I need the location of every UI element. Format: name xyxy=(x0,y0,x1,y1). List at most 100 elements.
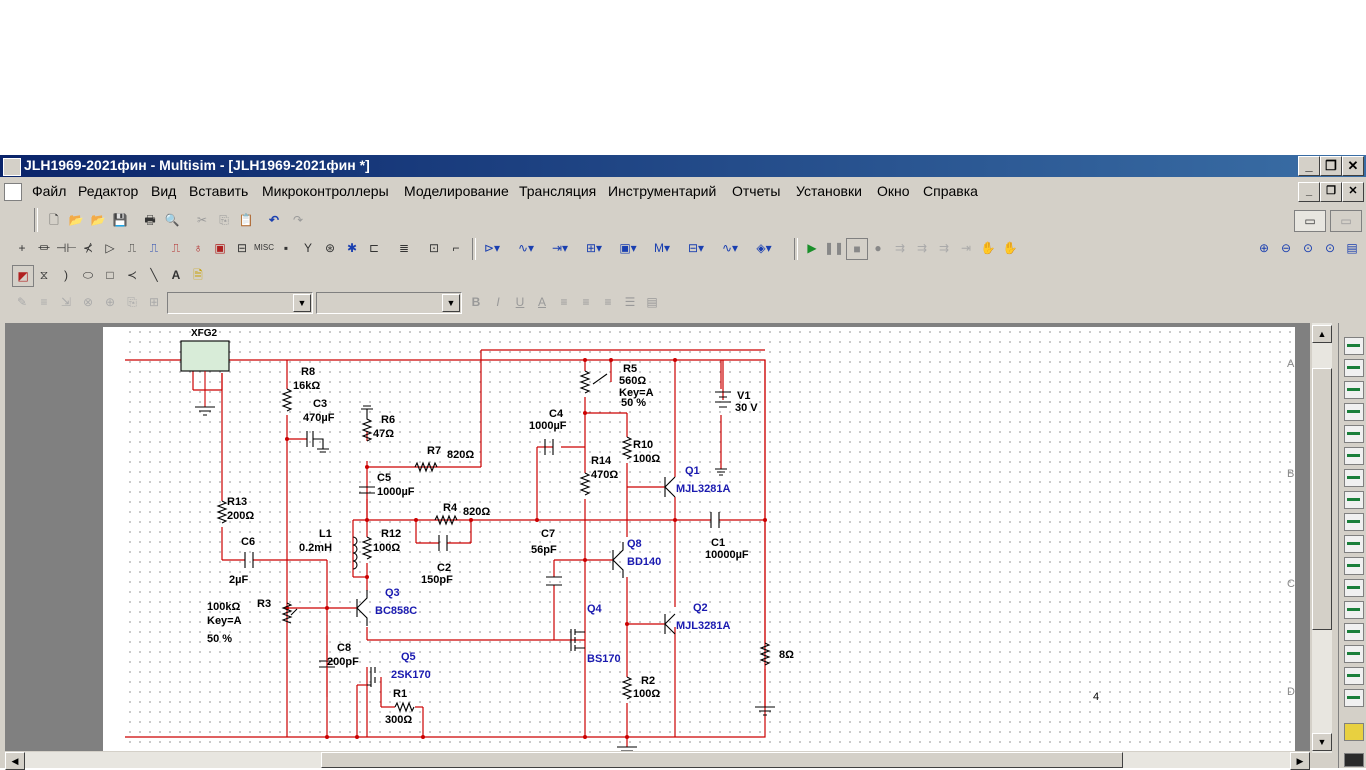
instrument-bode-plotter-icon[interactable] xyxy=(1344,447,1364,465)
multiline-icon[interactable]: ≺ xyxy=(126,268,138,282)
place-basic-icon[interactable]: ⏛ xyxy=(37,241,50,255)
polygon-icon[interactable]: ⧖ xyxy=(39,268,49,282)
doc-close-button[interactable]: ✕ xyxy=(1342,182,1364,202)
step-out-icon[interactable]: ⇉ xyxy=(938,241,950,255)
format-icon-1[interactable]: ✎ xyxy=(16,295,28,309)
zoom-fit-icon[interactable]: ⊙ xyxy=(1324,241,1336,255)
instr-multimeter-icon[interactable]: ⊳▾ xyxy=(483,241,501,255)
save-icon[interactable]: 💾 xyxy=(112,213,128,227)
place-source-icon[interactable]: + xyxy=(18,241,26,255)
menu-help[interactable]: Справка xyxy=(923,183,978,199)
font-color-button[interactable]: A xyxy=(537,295,546,309)
instrument-four-channel-oscilloscope-icon[interactable] xyxy=(1344,425,1364,443)
instrument-wattmeter-icon[interactable] xyxy=(1344,381,1364,399)
toggle-breakpoint-icon[interactable]: ✋ xyxy=(980,241,996,255)
place-bus-icon[interactable]: ≣ xyxy=(398,241,410,255)
instr-wattmeter-icon[interactable]: ⇥▾ xyxy=(551,241,569,255)
place-misc-icon[interactable]: MISC xyxy=(254,243,274,252)
step-into-icon[interactable]: ⇉ xyxy=(894,241,906,255)
place-mixed-icon[interactable]: ⎍ xyxy=(171,241,181,255)
postprocessor-icon[interactable]: ⌐ xyxy=(452,241,460,255)
instrument-oscilloscope-icon[interactable] xyxy=(1344,403,1364,421)
maximize-button[interactable]: ❐ xyxy=(1320,156,1342,176)
open-sample-icon[interactable]: 📂 xyxy=(90,213,106,227)
breakpoint-icon[interactable]: ● xyxy=(874,241,882,255)
instrument-frequency-counter-icon[interactable] xyxy=(1344,469,1364,487)
doc-minimize-button[interactable]: _ xyxy=(1298,182,1320,202)
menu-microcontrollers[interactable]: Микроконтроллеры xyxy=(262,183,389,199)
instr-word-generator-icon[interactable]: ⊟▾ xyxy=(687,241,705,255)
instrument-agilent-oscilloscope-icon[interactable] xyxy=(1344,689,1364,707)
menu-view[interactable]: Вид xyxy=(151,183,177,199)
bold-button[interactable]: B xyxy=(471,295,481,309)
format-icon-3[interactable]: ⇲ xyxy=(60,295,72,309)
instr-oscilloscope-icon[interactable]: ⊞▾ xyxy=(585,241,603,255)
view-toggle-2-icon[interactable]: ▭ xyxy=(1330,210,1362,232)
menu-tools[interactable]: Инструментарий xyxy=(608,183,717,199)
instrument-spectrum-analyzer-icon[interactable] xyxy=(1344,601,1364,619)
align-left-icon[interactable]: ≡ xyxy=(560,295,568,309)
doc-restore-button[interactable]: ❐ xyxy=(1320,182,1342,202)
vertical-scroll-thumb[interactable] xyxy=(1312,368,1332,630)
chevron-down-icon[interactable]: ▼ xyxy=(293,294,311,312)
instrument-function-generator-icon[interactable] xyxy=(1344,359,1364,377)
paste-icon[interactable]: 📋 xyxy=(238,213,254,227)
print-preview-icon[interactable]: 🔍 xyxy=(164,213,180,227)
place-rf-icon[interactable]: Y xyxy=(303,241,312,255)
document-icon[interactable] xyxy=(4,183,22,201)
instrument-multimeter-icon[interactable] xyxy=(1344,337,1364,355)
place-hierarchical-icon[interactable]: ⊏ xyxy=(368,241,380,255)
menu-reports[interactable]: Отчеты xyxy=(732,183,781,199)
pause-simulation-icon[interactable]: ❚❚ xyxy=(824,241,845,255)
menu-window[interactable]: Окно xyxy=(877,183,910,199)
instrument-logic-analyzer-icon[interactable] xyxy=(1344,513,1364,531)
menu-options[interactable]: Установки xyxy=(796,183,862,199)
menu-insert[interactable]: Вставить xyxy=(189,183,249,199)
schematic-canvas[interactable]: A B C D A B C D XFG2 4 R8 16kΩ C3 470µF … xyxy=(125,327,1295,751)
place-transistor-icon[interactable]: ⊀ xyxy=(82,241,94,255)
scroll-down-button[interactable]: ▼ xyxy=(1312,733,1332,751)
step-over-icon[interactable]: ⇉ xyxy=(916,241,928,255)
zoom-area-icon[interactable]: ⊙ xyxy=(1302,241,1314,255)
menu-file[interactable]: Файл xyxy=(32,183,67,199)
align-right-icon[interactable]: ≡ xyxy=(604,295,612,309)
spreadsheet-view-icon[interactable]: ⊡ xyxy=(428,241,440,255)
instrument-agilent-generator-icon[interactable] xyxy=(1344,645,1364,663)
italic-button[interactable]: I xyxy=(496,295,500,309)
comment-icon[interactable]: 🗎 xyxy=(193,268,203,282)
format-icon-7[interactable]: ⊞ xyxy=(148,295,160,309)
minimize-button[interactable]: _ xyxy=(1298,156,1320,176)
new-file-icon[interactable]: 🗋 xyxy=(49,213,59,227)
format-icon-5[interactable]: ⊕ xyxy=(104,295,116,309)
instrument-agilent-multimeter-icon[interactable] xyxy=(1344,667,1364,685)
remove-breakpoints-icon[interactable]: ✋ xyxy=(1002,241,1018,255)
horizontal-scrollbar[interactable]: ◀ ▶ xyxy=(5,752,1310,770)
line-icon[interactable]: ╲ xyxy=(150,268,158,282)
rectangle-icon[interactable]: □ xyxy=(106,268,114,282)
scroll-left-button[interactable]: ◀ xyxy=(5,752,25,770)
place-analog-icon[interactable]: ▷ xyxy=(105,241,115,255)
underline-button[interactable]: U xyxy=(515,295,525,309)
stop-simulation-icon[interactable]: ■ xyxy=(846,238,868,260)
instr-counter-icon[interactable]: M▾ xyxy=(653,241,671,255)
horizontal-scroll-thumb[interactable] xyxy=(321,752,1123,768)
place-cmos-icon[interactable]: ⎍ xyxy=(149,241,159,255)
zoom-out-icon[interactable]: ⊖ xyxy=(1280,241,1292,255)
place-electromech-icon[interactable]: ⊟ xyxy=(236,241,248,255)
instr-logic-analyzer-icon[interactable]: ∿▾ xyxy=(721,241,739,255)
redo-icon[interactable]: ↷ xyxy=(292,213,304,227)
full-screen-icon[interactable]: ▤ xyxy=(1346,241,1358,255)
open-folder-icon[interactable]: 📂 xyxy=(68,213,84,227)
zoom-in-icon[interactable]: ⊕ xyxy=(1258,241,1270,255)
instr-function-generator-icon[interactable]: ∿▾ xyxy=(517,241,535,255)
schematic-sheet[interactable]: A B C D A B C D XFG2 4 R8 16kΩ C3 470µF … xyxy=(125,327,1295,751)
arc-icon[interactable]: ) xyxy=(64,268,68,282)
instrument-measurement-probe-icon[interactable] xyxy=(1344,723,1364,741)
text-box-icon[interactable]: ▤ xyxy=(646,295,658,309)
run-to-cursor-icon[interactable]: ⇥ xyxy=(960,241,972,255)
format-icon-4[interactable]: ⊗ xyxy=(82,295,94,309)
print-icon[interactable]: 🖶 xyxy=(144,213,156,227)
copy-icon[interactable]: ⎘ xyxy=(219,213,229,227)
instrument-network-analyzer-icon[interactable] xyxy=(1344,623,1364,641)
place-indicator-icon[interactable]: ♁ xyxy=(193,241,203,255)
